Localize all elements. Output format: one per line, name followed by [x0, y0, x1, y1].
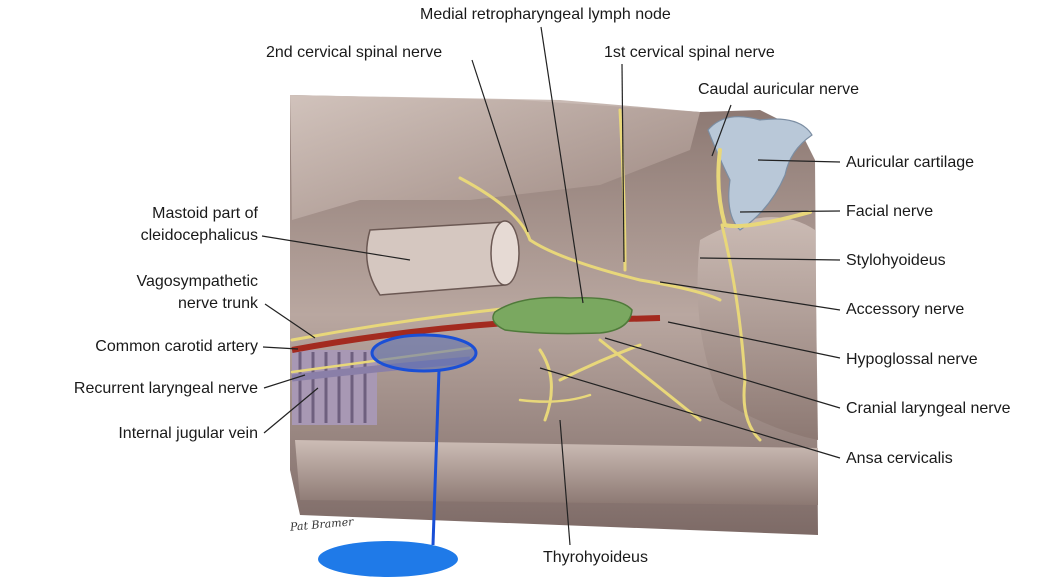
- leader-auricular-cartilage: [757, 159, 841, 163]
- lower-muscle-band: [295, 440, 818, 505]
- lymph-node: [492, 296, 633, 335]
- label-thyrohyoideus: Thyrohyoideus: [543, 549, 648, 566]
- leader-stylohyoideus: [699, 257, 841, 261]
- label-mastoid-part-line2: cleidocephalicus: [140, 227, 258, 244]
- mastoid-muscle-cut-end: [490, 220, 520, 286]
- label-1st-cervical-spinal-nerve: 1st cervical spinal nerve: [604, 44, 775, 61]
- leader-blue-annotation: [431, 369, 441, 546]
- leader-mastoid: [261, 235, 411, 261]
- leader-first-cervical: [621, 63, 625, 263]
- leader-ansa-cervicalis: [539, 367, 841, 459]
- accessory-nerve-path: [458, 176, 722, 302]
- leader-recurrent-laryngeal: [263, 374, 306, 389]
- hypoglossal-nerve-path: [598, 338, 702, 422]
- label-vagosympathetic-line1: Vagosympathetic: [136, 273, 258, 290]
- label-medial-retropharyngeal-lymph-node: Medial retropharyngeal lymph node: [420, 6, 671, 23]
- label-internal-jugular-vein: Internal jugular vein: [118, 425, 258, 442]
- label-mastoid-part-line1: Mastoid part of: [152, 205, 258, 222]
- right-muscle-mass: [697, 217, 818, 440]
- leader-common-carotid: [262, 346, 299, 350]
- label-cranial-laryngeal-nerve: Cranial laryngeal nerve: [846, 400, 1011, 417]
- leader-accessory-nerve: [659, 281, 841, 311]
- leader-facial-nerve: [739, 210, 841, 213]
- vagosympathetic-trunk-path: [290, 306, 512, 342]
- leader-vagosympathetic: [264, 303, 316, 339]
- label-recurrent-laryngeal-nerve: Recurrent laryngeal nerve: [73, 380, 258, 397]
- label-facial-nerve: Facial nerve: [846, 203, 934, 220]
- label-common-carotid-artery: Common carotid artery: [95, 338, 258, 355]
- label-ansa-cervicalis: Ansa cervicalis: [846, 450, 953, 467]
- label-caudal-auricular-nerve: Caudal auricular nerve: [698, 81, 859, 98]
- annotation-blob: [318, 541, 458, 577]
- label-auricular-cartilage: Auricular cartilage: [846, 154, 975, 171]
- facial-nerve-path: [716, 148, 812, 229]
- leader-internal-jugular: [263, 387, 319, 434]
- leader-hypoglossal-nerve: [667, 321, 841, 359]
- leader-lines: [261, 26, 841, 546]
- auricular-cartilage: [707, 116, 813, 231]
- caudal-auricular-nerve-path: [720, 223, 762, 442]
- upper-muscle-sheet: [290, 95, 700, 220]
- label-accessory-nerve: Accessory nerve: [846, 301, 965, 318]
- leader-second-cervical: [471, 59, 529, 233]
- label-vagosympathetic-line2: nerve trunk: [177, 295, 258, 312]
- trachea: [292, 350, 377, 425]
- leader-thyrohyoideus: [559, 419, 571, 546]
- leader-cranial-laryngeal: [604, 337, 841, 409]
- highlight-circle: [370, 333, 478, 373]
- label-2nd-cervical-spinal-nerve: 2nd cervical spinal nerve: [266, 44, 443, 61]
- label-stylohyoideus: Stylohyoideus: [846, 252, 946, 269]
- leader-caudal-auricular: [711, 104, 732, 157]
- label-hypoglossal-nerve: Hypoglossal nerve: [846, 351, 978, 368]
- cranial-laryngeal-path: [518, 393, 592, 403]
- leader-medial-retropharyngeal: [540, 26, 584, 304]
